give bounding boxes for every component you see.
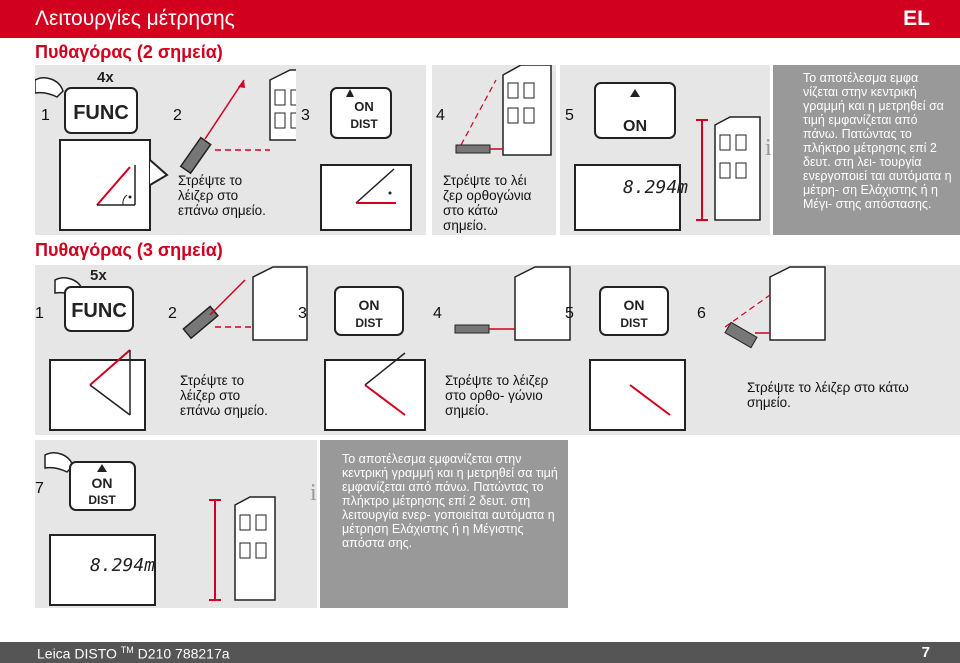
info-box-2pt: i Το αποτέλεσμα εμφα νίζεται στην κεντρι…	[765, 65, 960, 235]
display-value: 8.294m	[623, 177, 688, 198]
step-number: 5	[565, 305, 574, 322]
step-panel-2pt-b: ON DIST 3 4 Στρέψτε το λέι ζερ ορθογώνια…	[296, 65, 556, 235]
step-number: 3	[301, 107, 310, 124]
svg-text:DIST: DIST	[620, 316, 648, 330]
step-number: 4	[433, 305, 442, 322]
page-number: 7	[921, 644, 930, 661]
info-icon: i	[765, 135, 772, 161]
footer-product: Leica DISTO TM D210 788217a	[37, 645, 230, 662]
step-number: 7	[35, 480, 44, 497]
step-panel-3pt: FUNC 5x ON DIST ON DIST 1 2 3 4	[35, 265, 960, 435]
press-count: 5x	[90, 267, 107, 284]
step-number: 3	[298, 305, 307, 322]
step-caption: Στρέψτε το λέιζερ στο επάνω σημείο.	[178, 173, 266, 218]
info-icon: i	[310, 480, 317, 506]
header-bar: Λειτουργίες μέτρησης EL	[0, 0, 960, 38]
svg-text:ON: ON	[92, 475, 113, 491]
svg-text:DIST: DIST	[350, 117, 378, 131]
step-number: 2	[173, 107, 182, 124]
step-number: 1	[35, 305, 44, 322]
press-count: 4x	[97, 69, 114, 86]
func-key-label: FUNC	[73, 102, 129, 124]
step-panel-2pt-c: ON 8.294m 5	[560, 65, 770, 235]
svg-text:ON: ON	[624, 297, 645, 313]
svg-text:ON: ON	[359, 297, 380, 313]
language-code: EL	[903, 7, 930, 30]
step-panel-3pt-result: ON DIST 8.294m 7	[35, 440, 317, 608]
step-caption: Στρέψτε το λέι ζερ ορθογώνια στο κάτω ση…	[443, 173, 532, 233]
page-title: Λειτουργίες μέτρησης	[35, 7, 235, 30]
step-number: 6	[697, 305, 706, 322]
svg-text:ON: ON	[354, 99, 374, 114]
info-text: Το αποτέλεσμα εμφανίζεται στην κεντρική …	[342, 452, 558, 550]
footer-bar: Leica DISTO TM D210 788217a 7	[0, 642, 960, 663]
step-number: 5	[565, 107, 574, 124]
step-number: 2	[168, 305, 177, 322]
info-box-3pt: i Το αποτέλεσμα εμφανίζεται στην κεντρικ…	[310, 440, 568, 608]
section-title-pythagoras-3: Πυθαγόρας (3 σημεία)	[35, 240, 223, 260]
svg-text:DIST: DIST	[88, 493, 116, 507]
svg-text:ON: ON	[623, 118, 647, 135]
step-number: 1	[41, 107, 50, 124]
step-caption: Στρέψτε το λέιζερ στο κάτω σημείο.	[747, 380, 909, 410]
step-caption: Στρέψτε το λέιζερ στο ορθο- γώνιο σημείο…	[445, 373, 549, 418]
svg-text:DIST: DIST	[355, 316, 383, 330]
section-title-pythagoras-2: Πυθαγόρας (2 σημεία)	[35, 42, 223, 62]
svg-text:FUNC: FUNC	[71, 300, 127, 322]
info-text: Το αποτέλεσμα εμφα νίζεται στην κεντρική…	[803, 71, 952, 211]
display-value: 8.294m	[90, 555, 155, 576]
step-number: 4	[436, 107, 445, 124]
step-caption: Στρέψτε το λέιζερ στο επάνω σημείο.	[180, 373, 268, 418]
